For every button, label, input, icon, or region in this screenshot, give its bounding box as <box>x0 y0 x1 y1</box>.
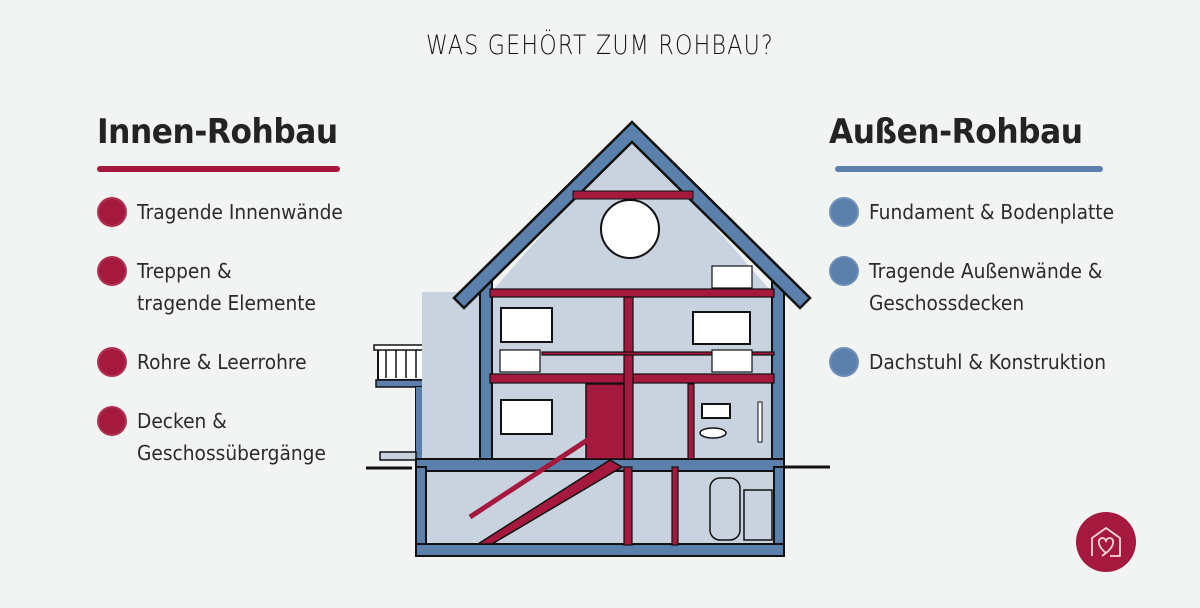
outer-rohbau-section: Außen-Rohbau Fundament & Bodenplatte Tra… <box>829 112 1132 405</box>
page-title: WAS GEHÖRT ZUM ROHBAU? <box>425 30 775 61</box>
list-item-label: Fundament & Bodenplatte <box>869 200 1115 224</box>
list-item: Rohre & Leerrohre <box>97 346 359 378</box>
bullet-dot-icon <box>829 347 859 377</box>
lower-staircase <box>475 459 624 545</box>
boiler-icon <box>743 489 773 541</box>
bullet-dot-icon <box>97 406 127 436</box>
list-item: Decken & Geschossübergänge <box>97 405 359 469</box>
ground-line <box>366 465 830 470</box>
shower-icon <box>757 401 763 443</box>
windows <box>500 307 751 435</box>
list-item-label: Tragende Innenwände <box>137 200 343 224</box>
attic-round-window <box>600 199 660 259</box>
list-item-label: Treppen & tragende Elemente <box>137 259 316 315</box>
exterior-walls <box>415 281 785 557</box>
list-item: Fundament & Bodenplatte <box>829 196 1132 228</box>
bullet-dot-icon <box>97 197 127 227</box>
interior-ceilings <box>489 288 775 546</box>
radiator-icons <box>499 265 753 373</box>
house-heart-icon <box>1091 527 1121 557</box>
sink-icon <box>699 427 727 439</box>
list-item: Dachstuhl & Konstruktion <box>829 346 1132 378</box>
list-item: Tragende Außenwände & Geschossdecken <box>829 255 1132 319</box>
water-tank-icon <box>709 477 741 541</box>
bullet-dot-icon <box>829 256 859 286</box>
list-item-label: Decken & Geschossübergänge <box>137 409 326 465</box>
list-item: Treppen & tragende Elemente <box>97 255 359 319</box>
list-item-label: Dachstuhl & Konstruktion <box>869 350 1107 374</box>
roof <box>452 120 812 310</box>
outer-list: Fundament & Bodenplatte Tragende Außenwä… <box>829 196 1132 378</box>
list-item-label: Rohre & Leerrohre <box>137 350 307 374</box>
list-item-label: Tragende Außenwände & Geschossdecken <box>869 259 1103 315</box>
bullet-dot-icon <box>97 347 127 377</box>
outer-underline <box>835 166 1103 172</box>
inner-rohbau-heading: Innen-Rohbau <box>97 112 338 152</box>
bullet-dot-icon <box>829 197 859 227</box>
list-item: Tragende Innenwände <box>97 196 359 228</box>
inner-underline <box>97 166 340 172</box>
inner-list: Tragende Innenwände Treppen & tragende E… <box>97 196 359 469</box>
brand-logo <box>1076 512 1136 572</box>
house-cross-section-illustration <box>366 120 830 557</box>
bullet-dot-icon <box>97 256 127 286</box>
outer-rohbau-heading: Außen-Rohbau <box>829 112 1083 152</box>
attic-collar-beam <box>572 190 694 200</box>
inner-rohbau-section: Innen-Rohbau Tragende Innenwände Treppen… <box>97 112 359 496</box>
